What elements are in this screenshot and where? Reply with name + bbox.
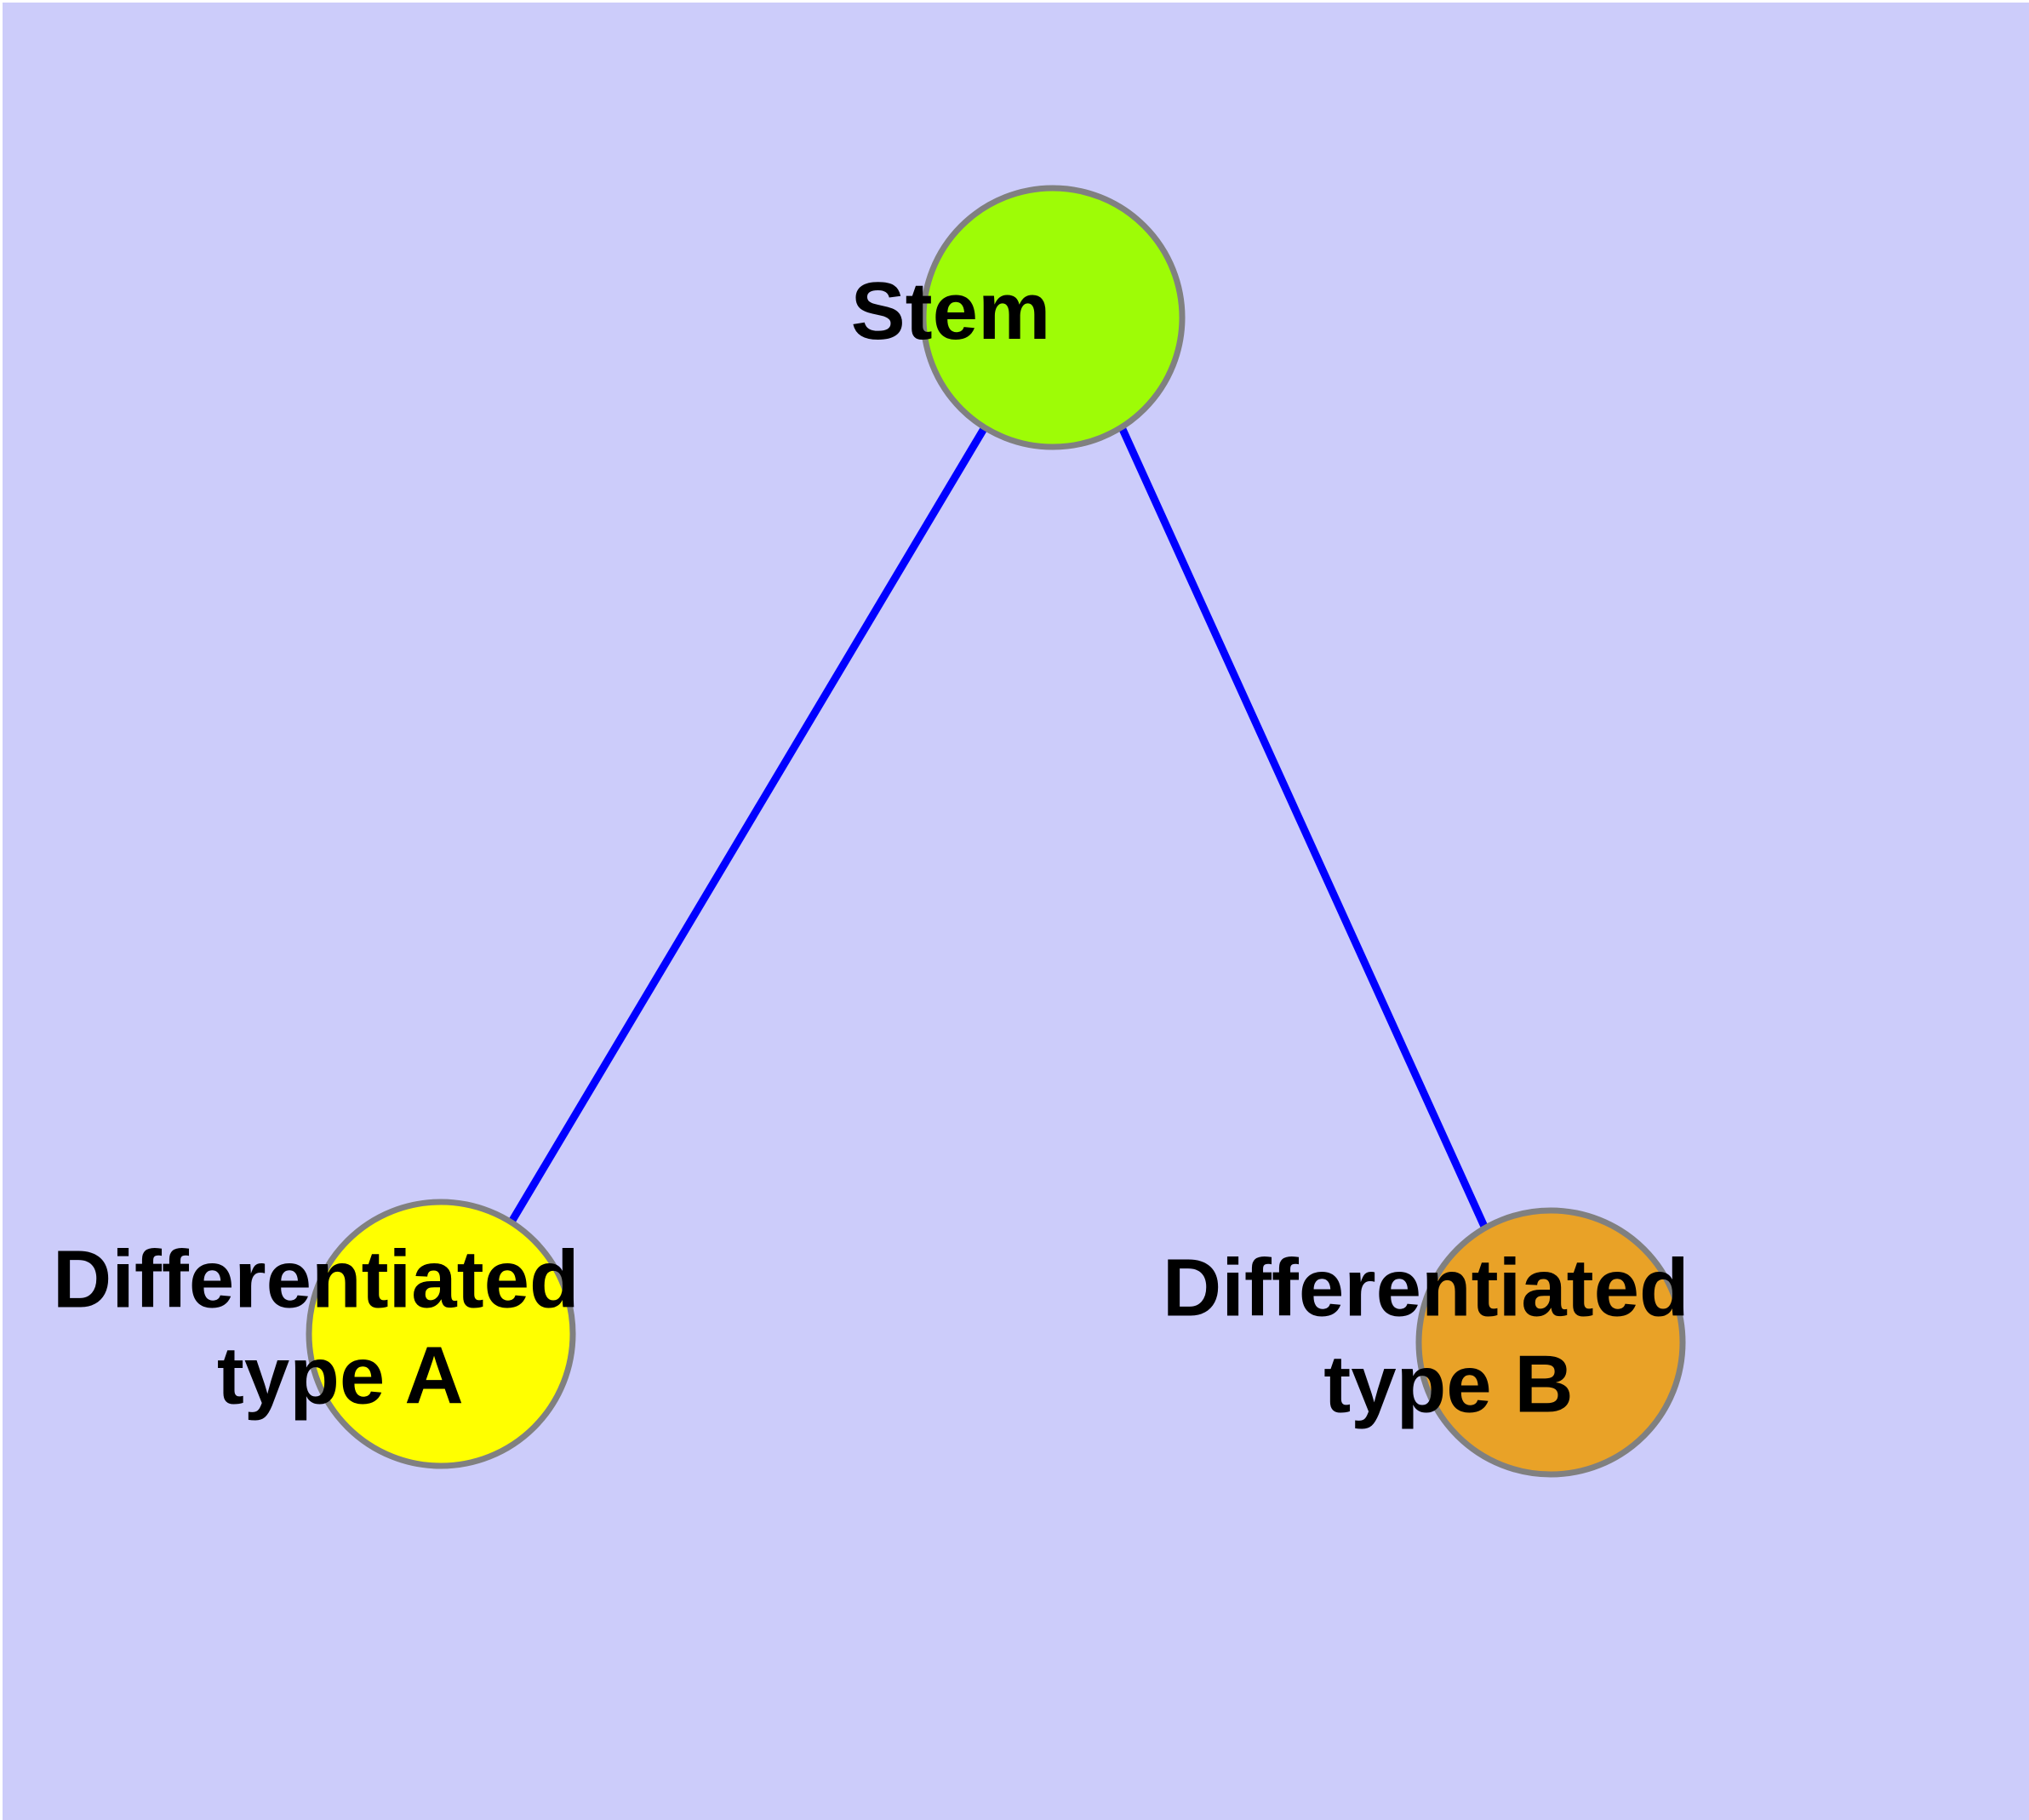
node-differentiated-type-b-label-line-1: Differentiated [1163,1243,1689,1334]
node-differentiated-type-a-label: Differentiated type A [53,1234,829,1422]
node-differentiated-type-a-label-line-2: type A [217,1331,462,1422]
node-differentiated-type-b-label-line-2: type B [1323,1339,1573,1430]
edges-layer [507,425,1489,1230]
node-differentiated-type-a-circle[interactable] [306,1199,576,1469]
node-differentiated-type-a-label-line-1: Differentiated [53,1234,580,1325]
node-stem-label: Stem [851,266,1255,357]
node-differentiated-type-b-label: Differentiated type B [1163,1243,1939,1430]
edge-stem-to-differentiated-type-b [1117,426,1489,1230]
edge-stem-to-differentiated-type-a [507,425,988,1226]
node-stem[interactable]: Stem [851,185,1255,450]
node-differentiated-type-b-circle[interactable] [1415,1207,1686,1478]
node-stem-label-line-1: Stem [851,266,1051,357]
node-differentiated-type-b[interactable]: Differentiated type B [1163,1207,1939,1478]
nodes-layer: Stem Differentiated type A Differentiate… [53,185,1939,1478]
node-differentiated-type-a[interactable]: Differentiated type A [53,1199,829,1469]
node-stem-circle[interactable] [920,185,1186,450]
